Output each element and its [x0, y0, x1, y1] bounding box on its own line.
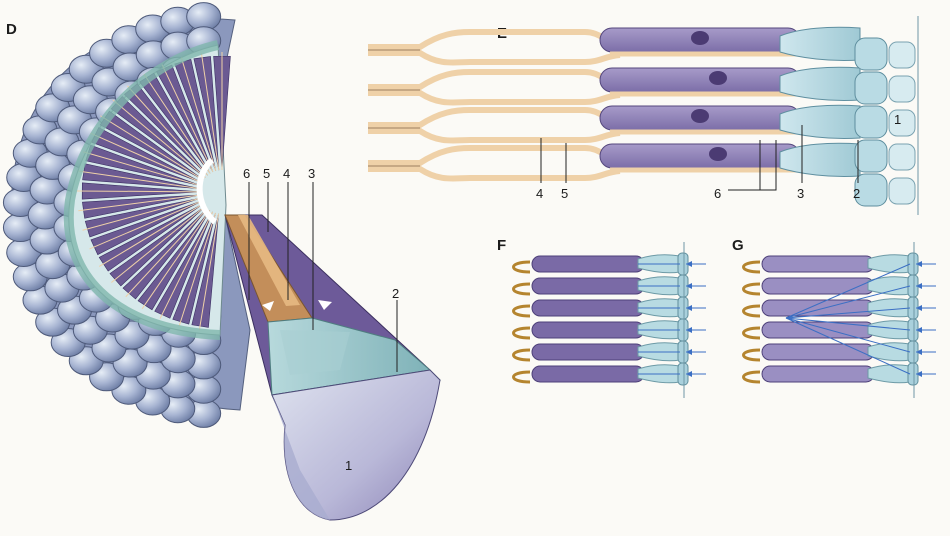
corneal-facet: [855, 38, 887, 70]
label-e-3: 3: [797, 186, 804, 201]
corneal-facet: [855, 106, 887, 138]
retinula-cell: [762, 278, 874, 294]
panel-d-letter: D: [6, 21, 17, 38]
cell-nucleus: [709, 71, 727, 85]
retinula-cell: [532, 256, 644, 272]
label-e-4: 4: [536, 186, 543, 201]
corneal-facet-outer: [889, 144, 915, 170]
retinula-cell: [762, 300, 874, 316]
axon-hook: [744, 262, 761, 272]
crystalline-cone: [780, 67, 860, 100]
retinula-cell: [532, 300, 644, 316]
axon-upper: [368, 148, 620, 163]
retinula-cell: [762, 366, 874, 382]
label-e-2: 2: [853, 186, 860, 201]
axon-hook: [514, 350, 531, 360]
axon-hook: [514, 284, 531, 294]
panel-e: E 4 5 6 3 2 1: [368, 16, 918, 215]
panel-f-letter: F: [497, 237, 506, 254]
label-e-5: 5: [561, 186, 568, 201]
retinula-cell: [532, 322, 644, 338]
eye-hemisphere: [3, 3, 250, 428]
cell-nucleus: [691, 31, 709, 45]
label-d-4: 4: [283, 166, 290, 181]
crystalline-cone: [780, 143, 860, 176]
retinula-cell: [762, 344, 874, 360]
apposition-eye-rows: [514, 242, 707, 398]
axon-upper: [368, 72, 620, 87]
axon-hook: [514, 306, 531, 316]
axon-lower: [368, 93, 620, 103]
corneal-facet: [855, 72, 887, 104]
corneal-lens: [272, 370, 440, 520]
cell-nucleus: [709, 147, 727, 161]
isolated-ommatidium: [225, 215, 440, 520]
retinula-cell: [600, 68, 800, 92]
axon-hook: [744, 284, 761, 294]
axon-lower: [368, 53, 620, 63]
axon-upper: [368, 110, 620, 125]
retinula-cell: [762, 256, 874, 272]
axon-hook: [514, 262, 531, 272]
panel-g: G: [732, 237, 936, 398]
crystalline-cone: [868, 365, 910, 383]
axon-upper: [368, 32, 620, 47]
label-e-1: 1: [894, 112, 901, 127]
crystalline-cone: [868, 255, 910, 273]
retinula-cell: [532, 278, 644, 294]
label-d-3: 3: [308, 166, 315, 181]
corneal-facet: [855, 140, 887, 172]
axon-hook: [744, 328, 761, 338]
ommatidia-longitudinal: [368, 27, 860, 178]
label-d-2: 2: [392, 286, 399, 301]
axon-hook: [744, 306, 761, 316]
panel-d: D: [3, 3, 440, 520]
label-d-1: 1: [345, 458, 352, 473]
crystalline-cone: [780, 105, 860, 138]
axon-hook: [744, 372, 761, 382]
corneal-facet-outer: [889, 42, 915, 68]
corneal-facets-column: [855, 16, 918, 215]
cell-nucleus: [691, 109, 709, 123]
crystalline-cone: [868, 299, 910, 317]
label-d-5: 5: [263, 166, 270, 181]
superposition-eye-rows: [744, 242, 937, 398]
axon-hook: [514, 372, 531, 382]
retinula-cell: [600, 144, 800, 168]
axon-lower: [368, 169, 620, 179]
axon-hook: [514, 328, 531, 338]
corneal-facet-outer: [889, 110, 915, 136]
retinula-cell: [532, 366, 644, 382]
panel-g-letter: G: [732, 237, 744, 254]
label-e-6: 6: [714, 186, 721, 201]
panel-f: F: [497, 237, 706, 398]
axon-hook: [744, 350, 761, 360]
label-d-6: 6: [243, 166, 250, 181]
axon-lower: [368, 131, 620, 141]
corneal-facet-outer: [889, 178, 915, 204]
retinula-cell: [532, 344, 644, 360]
crystalline-cone: [780, 27, 860, 60]
corneal-facet-outer: [889, 76, 915, 102]
